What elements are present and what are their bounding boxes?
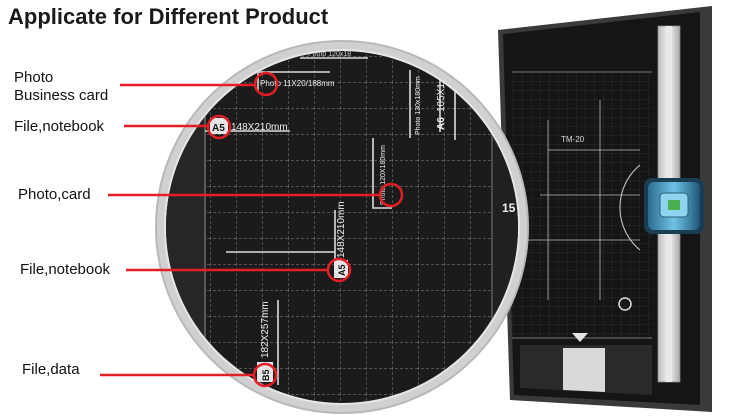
- cutter-angle-arc: [619, 164, 641, 251]
- cutter-model-label: TM-20: [561, 135, 585, 144]
- magnifier: Photo 11X20/188mm Photo 120x18 A5 148X21…: [155, 40, 529, 414]
- mag-label-b5-size: 182X257mm: [260, 301, 271, 358]
- mag-label-a5-size: 148X210mm: [231, 122, 288, 133]
- callout-marker-file-data: [252, 362, 278, 388]
- mag-tag-a5-text: A5: [212, 123, 225, 134]
- cutter-board-grid: [512, 72, 652, 338]
- mag-label-photo-vertical2: Photo 130x180mm: [415, 76, 422, 135]
- callout-photo-business-card: Photo Business card: [14, 69, 108, 105]
- mag-tag-b5-text: B5: [261, 369, 271, 381]
- callout-file-notebook-a5: File,notebook: [14, 118, 105, 135]
- mag-label-a6-size: 105X1: [436, 83, 447, 112]
- callout-file-notebook-a5-vertical: File,notebook: [20, 261, 111, 278]
- mag-label-photo-vertical: Photo 120X180mm: [380, 145, 387, 205]
- callout-photo-card: Photo,card: [18, 186, 91, 203]
- callout-label-line2: Business card: [14, 87, 109, 104]
- paper-cutter: TM-20: [498, 6, 712, 412]
- mag-label-photo-small: Photo 11X20/188mm: [260, 79, 335, 88]
- callout-marker-file-notebook-2: [326, 257, 352, 283]
- mag-label-photo-top: Photo 120x18: [308, 51, 351, 58]
- callout-pointers: [100, 71, 404, 388]
- page-title: Applicate for Different Product: [8, 4, 329, 29]
- cutter-logo: [618, 297, 632, 311]
- mag-tag-a5-vertical: [334, 260, 348, 278]
- mag-tag-a5: [210, 118, 228, 134]
- cutter-tray-window: [563, 348, 605, 392]
- callout-file-data: File,data: [22, 361, 80, 378]
- mag-label-a5-vertical: 148X210mm: [336, 201, 347, 258]
- mag-tag-a5-vertical-text: A5: [337, 264, 347, 276]
- mag-label-a6-tag: A6: [436, 117, 447, 130]
- mag-tag-b5: [257, 362, 273, 382]
- mag-label-degree: 15: [502, 201, 516, 215]
- callout-label-line1: Photo: [14, 69, 54, 86]
- callout-marker-file-notebook: [206, 114, 232, 140]
- callout-marker-photo-card: [378, 182, 404, 208]
- callout-marker-photo-business-card: [253, 71, 279, 97]
- cutter-blade-head: [644, 178, 704, 234]
